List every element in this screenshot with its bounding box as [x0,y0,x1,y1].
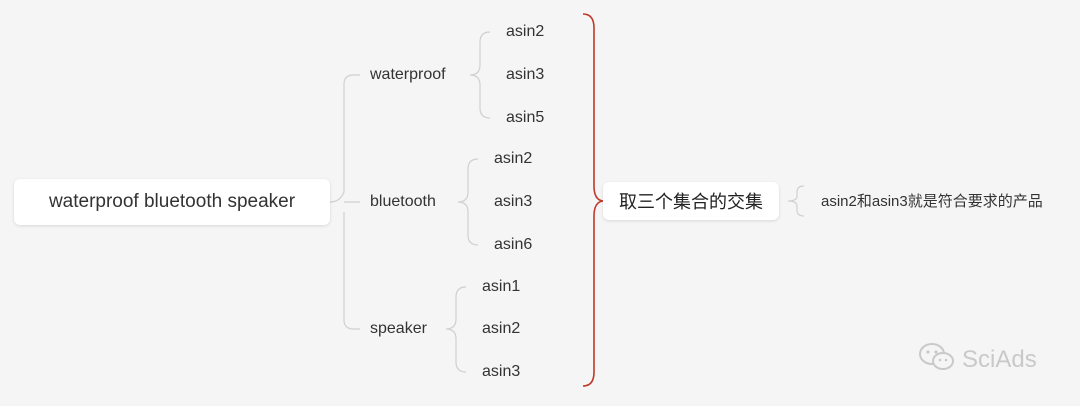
speaker-item-2: asin2 [482,320,521,337]
watermark-label: SciAds [962,346,1037,373]
speaker-item-3: asin3 [482,363,521,380]
result-label: asin2和asin3就是符合要求的产品 [821,193,1043,210]
group-speaker: speaker [370,320,427,337]
group-bluetooth: bluetooth [370,193,436,210]
waterproof-item-1: asin2 [506,23,545,40]
bluetooth-item-3: asin6 [494,236,533,253]
waterproof-brace [469,31,491,119]
root-node: waterproof bluetooth speaker [14,179,330,225]
speaker-brace [445,286,467,373]
group-waterproof: waterproof [370,66,446,83]
speaker-item-1: asin1 [482,278,521,295]
summary-node: 取三个集合的交集 [603,182,779,220]
summary-brace [582,13,604,387]
watermark: SciAds [918,342,1037,379]
waterproof-item-3: asin5 [506,109,545,126]
root-branch-line [329,74,360,330]
bluetooth-item-2: asin3 [494,193,533,210]
summary-label: 取三个集合的交集 [619,192,763,212]
bluetooth-item-1: asin2 [494,150,533,167]
bluetooth-brace [457,158,479,246]
root-label: waterproof bluetooth speaker [48,191,296,212]
wechat-icon [918,342,956,379]
waterproof-item-2: asin3 [506,66,545,83]
result-brace [787,185,805,217]
